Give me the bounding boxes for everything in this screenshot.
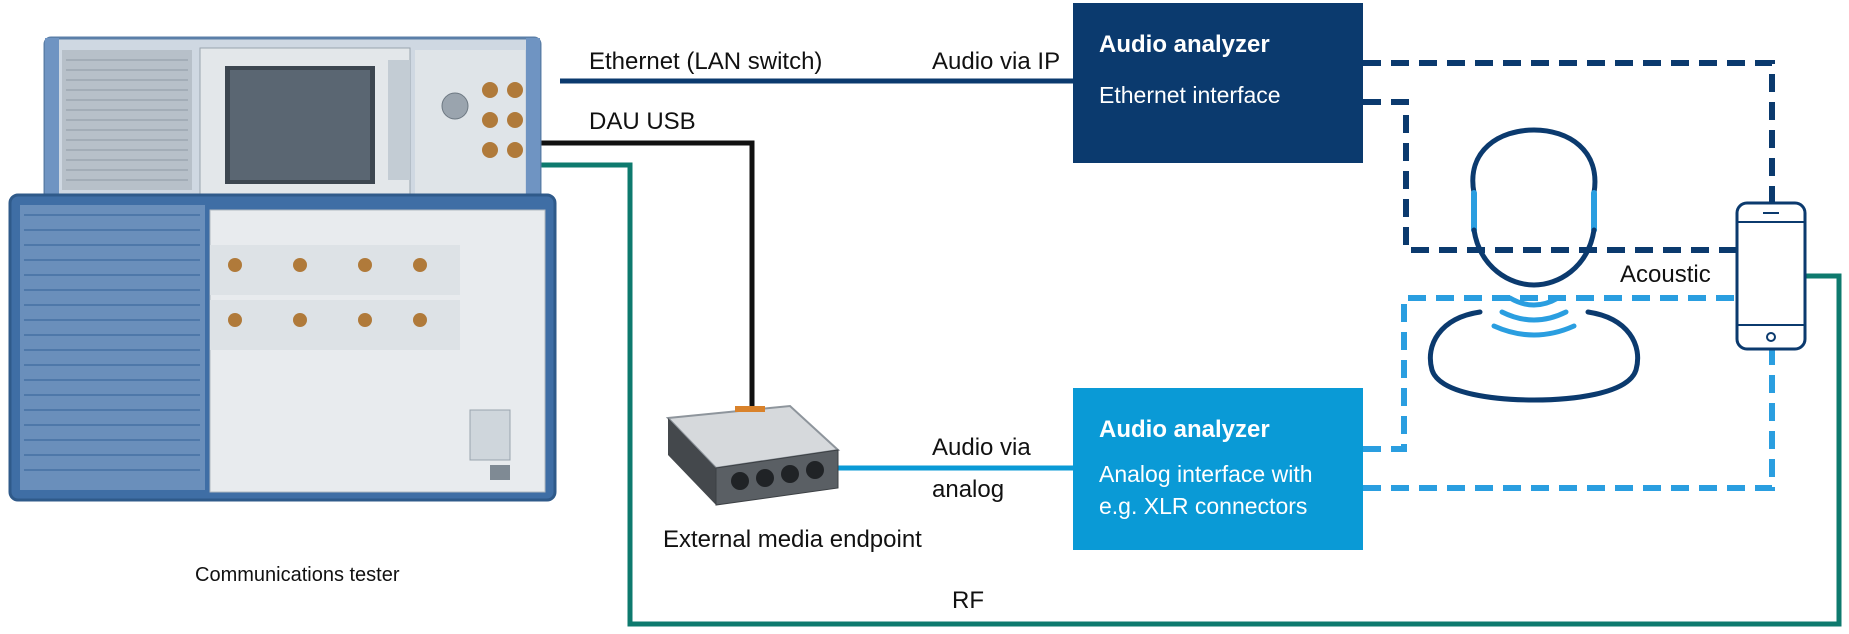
ethernet-label: Ethernet (LAN switch) [589,48,823,75]
rf-line [535,162,1842,627]
audio-analyzer-analog-box: Audio analyzer Analog interface with e.g… [1073,388,1363,550]
analog-label: analog [932,476,1005,503]
smartphone-icon [1735,201,1807,351]
external-media-endpoint-label: External media endpoint [663,526,922,553]
box-analog-subtitle: Analog interface with e.g. XLR connector… [1099,461,1313,519]
dau-usb-line [535,140,755,410]
box-ethernet-subtitle: Ethernet interface [1099,82,1281,108]
acoustic-label: Acoustic [1620,261,1711,288]
acoustic-path-ethernet [1363,60,1775,253]
audio-via-label: Audio via [932,434,1031,461]
box-analog-title: Audio analyzer [1099,416,1270,443]
dau-usb-label: DAU USB [589,108,696,135]
communications-tester-device [8,36,557,502]
audio-via-ip-label: Audio via IP [932,48,1061,75]
person-icon [1427,127,1641,403]
audio-analyzer-ethernet-box: Audio analyzer Ethernet interface [1073,3,1363,163]
external-media-endpoint-device [665,404,841,506]
box-ethernet-title: Audio analyzer [1099,31,1270,58]
rf-label: RF [952,587,984,614]
acoustic-path-analog [1363,295,1775,491]
communications-tester-label: Communications tester [195,564,400,586]
